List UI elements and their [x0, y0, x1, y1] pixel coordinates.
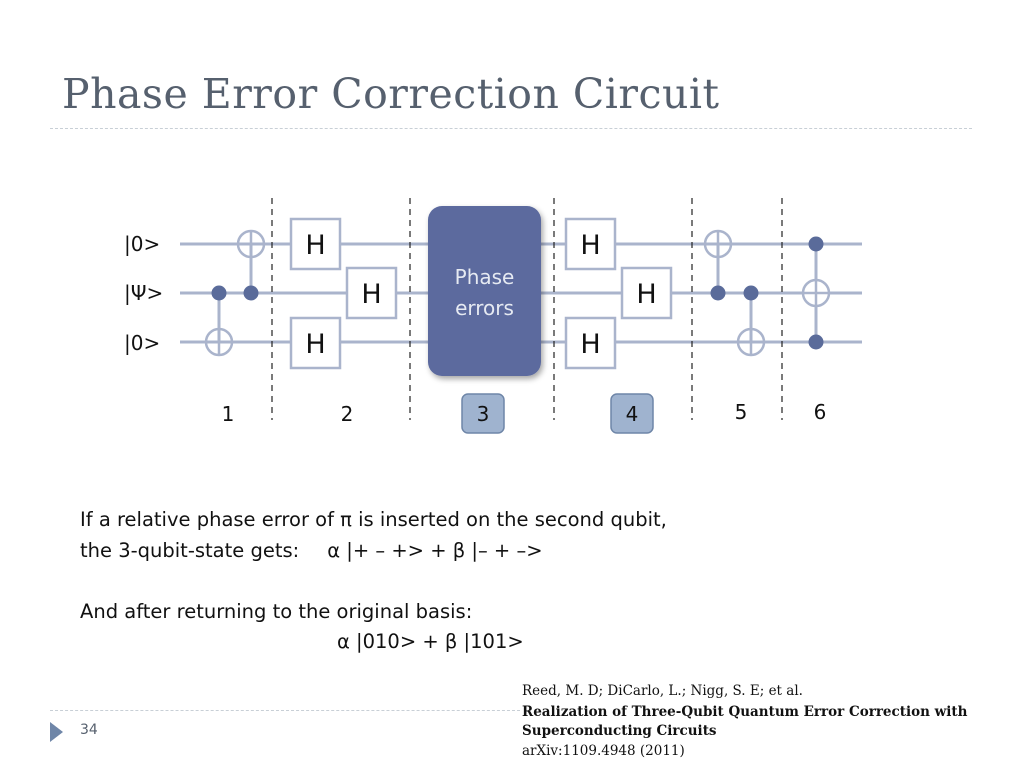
phase-errors-label-line2: errors	[455, 296, 514, 320]
play-arrow-icon	[50, 722, 63, 742]
final-state-formula: α |010> + β |101>	[337, 630, 524, 653]
reference-title-line-2: Superconducting Circuits	[522, 723, 717, 739]
qubit-label-3: |0>	[124, 331, 160, 355]
control-dot	[710, 285, 726, 301]
cnot-gate-step5-a	[703, 229, 733, 301]
step-badge-4: 4	[610, 393, 654, 434]
reference-arxiv: arXiv:1109.4948 (2011)	[522, 743, 685, 759]
hadamard-label: H	[305, 329, 325, 360]
hadamard-gate-step4-q2: H	[620, 266, 673, 320]
cnot-gate-step5-b	[736, 285, 766, 357]
step-number-2: 2	[341, 402, 354, 426]
explanation-line-2-prefix: the 3-qubit-state gets:	[80, 539, 300, 562]
qubit-label-1: |0>	[124, 232, 160, 256]
phase-errors-label-line1: Phase	[455, 265, 515, 289]
control-dot	[243, 285, 259, 301]
phase-errors-box: Phase errors	[428, 206, 541, 376]
hadamard-label: H	[580, 230, 600, 261]
explanation-line-1: If a relative phase error of π is insert…	[80, 508, 667, 531]
reference-title-line-1: Realization of Three-Qubit Quantum Error…	[522, 704, 968, 720]
qubit-label-2: |Ψ>	[124, 281, 163, 305]
step-number-3: 3	[477, 402, 490, 426]
step-number-6: 6	[814, 400, 827, 424]
hadamard-label: H	[580, 329, 600, 360]
state-formula: α |+ – +> + β |– + –>	[327, 539, 543, 562]
step-number-1: 1	[222, 402, 235, 426]
cnot-gate-step1-a	[204, 285, 234, 357]
hadamard-gate-step4-q1: H	[564, 217, 617, 271]
hadamard-label: H	[636, 279, 656, 310]
footer-divider	[50, 710, 520, 711]
step-number-5: 5	[735, 400, 748, 424]
step-number-4: 4	[626, 402, 639, 426]
hadamard-gate-step4-q3: H	[564, 316, 617, 370]
hadamard-label: H	[361, 279, 381, 310]
cnot-gate-step1-b	[236, 229, 266, 301]
hadamard-gate-step2-q1: H	[289, 217, 342, 271]
control-dot	[808, 334, 824, 350]
title-divider	[50, 128, 972, 129]
control-dot	[743, 285, 759, 301]
hadamard-gate-step2-q3: H	[289, 316, 342, 370]
step-dividers	[271, 198, 783, 420]
explanation-line-3: And after returning to the original basi…	[80, 600, 473, 623]
explanation-line-2: the 3-qubit-state gets: α |+ – +> + β |– …	[80, 539, 543, 562]
slide-title: Phase Error Correction Circuit	[62, 70, 720, 118]
hadamard-label: H	[305, 230, 325, 261]
control-dot	[211, 285, 227, 301]
page-number: 34	[80, 722, 98, 738]
step-badge-3: 3	[461, 393, 505, 434]
toffoli-gate-step6	[801, 236, 831, 350]
reference-authors: Reed, M. D; DiCarlo, L.; Nigg, S. E; et …	[522, 683, 803, 699]
control-dot	[808, 236, 824, 252]
hadamard-gate-step2-q2: H	[345, 266, 398, 320]
